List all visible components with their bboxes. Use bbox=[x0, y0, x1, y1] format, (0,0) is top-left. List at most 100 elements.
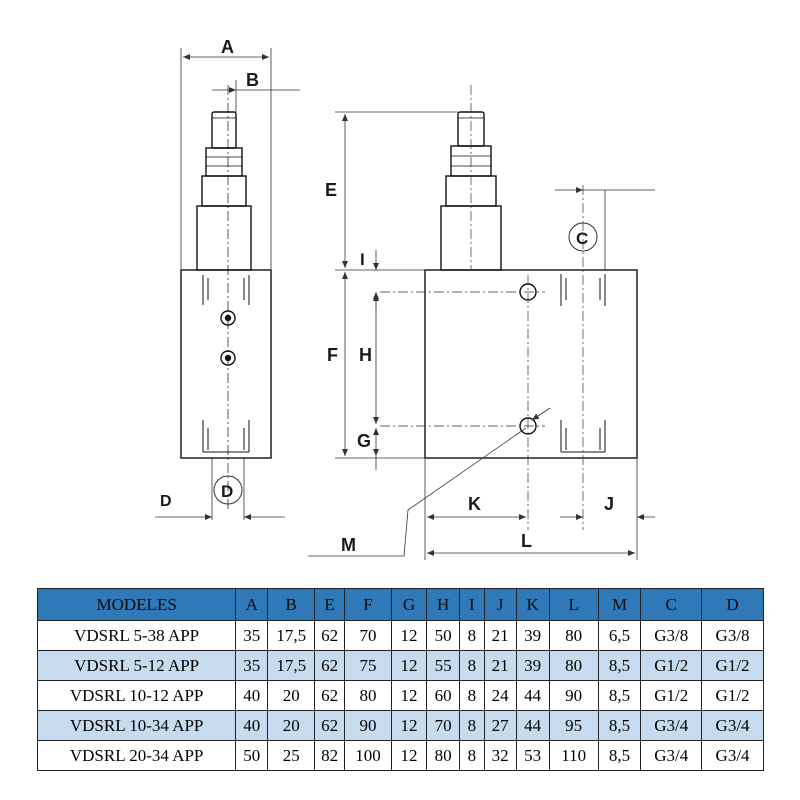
cell: G1/2 bbox=[701, 650, 764, 681]
table-row: VDSRL 10-34 APP 40 20 62 90 12 70 8 27 4… bbox=[36, 710, 764, 741]
cell: 12 bbox=[390, 710, 428, 741]
cell: 8 bbox=[459, 710, 485, 741]
cell: 8 bbox=[459, 740, 485, 771]
header-cell: E bbox=[314, 588, 345, 621]
cell: 55 bbox=[426, 650, 461, 681]
cell: G3/8 bbox=[640, 620, 703, 651]
dim-label-i: I bbox=[360, 250, 365, 269]
cell: 21 bbox=[483, 620, 517, 651]
cell: 8 bbox=[459, 620, 485, 651]
cell: VDSRL 5-38 APP bbox=[36, 620, 237, 651]
dim-label-f: F bbox=[327, 345, 338, 365]
cell: 62 bbox=[314, 680, 345, 711]
cell: VDSRL 10-12 APP bbox=[36, 680, 237, 711]
cell: G3/8 bbox=[701, 620, 764, 651]
cell: 8 bbox=[459, 680, 485, 711]
header-cell: J bbox=[483, 588, 517, 621]
dim-label-a: A bbox=[221, 37, 234, 57]
cell: 17,5 bbox=[267, 650, 316, 681]
cell: 82 bbox=[314, 740, 345, 771]
cell: 20 bbox=[267, 710, 316, 741]
dim-label-l: L bbox=[521, 531, 532, 551]
header-cell: K bbox=[515, 588, 550, 621]
cell: 12 bbox=[390, 740, 428, 771]
cell: 12 bbox=[390, 650, 428, 681]
port-d-circle bbox=[213, 475, 243, 505]
dim-label-d-circle: D bbox=[221, 482, 233, 501]
table-header-row: MODELES A B E F G H I J K L M C D bbox=[36, 588, 764, 621]
header-cell: C bbox=[640, 588, 703, 621]
cell: 110 bbox=[548, 740, 599, 771]
cell: 50 bbox=[235, 740, 269, 771]
cell: 8,5 bbox=[597, 680, 642, 711]
cell: 32 bbox=[483, 740, 517, 771]
cell: 27 bbox=[483, 710, 517, 741]
cell: G3/4 bbox=[640, 710, 703, 741]
cell: 24 bbox=[483, 680, 517, 711]
cell: 53 bbox=[515, 740, 550, 771]
cell: G1/2 bbox=[640, 680, 703, 711]
cell: 75 bbox=[344, 650, 392, 681]
cell: 80 bbox=[344, 680, 392, 711]
cell: 12 bbox=[390, 620, 428, 651]
dimensions-table: MODELES A B E F G H I J K L M C D VDSRL … bbox=[36, 588, 764, 771]
cell: 21 bbox=[483, 650, 517, 681]
dim-label-g: G bbox=[357, 431, 371, 451]
table-row: VDSRL 5-38 APP 35 17,5 62 70 12 50 8 21 … bbox=[36, 620, 764, 651]
cell: 90 bbox=[548, 680, 599, 711]
cell: 8,5 bbox=[597, 710, 642, 741]
cell: 70 bbox=[426, 710, 461, 741]
cell: 40 bbox=[235, 710, 269, 741]
cell: 62 bbox=[314, 710, 345, 741]
header-cell: A bbox=[235, 588, 269, 621]
table-row: VDSRL 5-12 APP 35 17,5 62 75 12 55 8 21 … bbox=[36, 650, 764, 681]
cell: 100 bbox=[344, 740, 392, 771]
cell: G3/4 bbox=[640, 740, 703, 771]
header-cell: MODELES bbox=[36, 588, 237, 621]
dim-label-k: K bbox=[468, 494, 481, 514]
cell: 50 bbox=[426, 620, 461, 651]
cell: 35 bbox=[235, 650, 269, 681]
header-cell: G bbox=[390, 588, 428, 621]
cell: 80 bbox=[548, 650, 599, 681]
cell: 25 bbox=[267, 740, 316, 771]
cell: 39 bbox=[515, 650, 550, 681]
cell: 12 bbox=[390, 680, 428, 711]
dim-label-h: H bbox=[359, 345, 372, 365]
cell: 8,5 bbox=[597, 650, 642, 681]
dim-label-c: C bbox=[576, 229, 588, 248]
side-view bbox=[180, 85, 272, 510]
cell: 70 bbox=[344, 620, 392, 651]
table-row: VDSRL 20-34 APP 50 25 82 100 12 80 8 32 … bbox=[36, 740, 764, 771]
cell: VDSRL 10-34 APP bbox=[36, 710, 237, 741]
header-cell: M bbox=[597, 588, 642, 621]
cell: 80 bbox=[548, 620, 599, 651]
cell: 17,5 bbox=[267, 620, 316, 651]
cell: 44 bbox=[515, 680, 550, 711]
cell: 44 bbox=[515, 710, 550, 741]
cell: 8,5 bbox=[597, 740, 642, 771]
table-row: VDSRL 10-12 APP 40 20 62 80 12 60 8 24 4… bbox=[36, 680, 764, 711]
header-cell: F bbox=[344, 588, 392, 621]
cell: 62 bbox=[314, 620, 345, 651]
dim-label-d: D bbox=[160, 493, 172, 510]
header-cell: I bbox=[459, 588, 485, 621]
cell: G1/2 bbox=[640, 650, 703, 681]
technical-drawing: A B D D bbox=[155, 37, 655, 560]
dim-label-j: J bbox=[604, 494, 614, 514]
dim-label-m: M bbox=[341, 535, 356, 555]
cell: 6,5 bbox=[597, 620, 642, 651]
cell: 60 bbox=[426, 680, 461, 711]
cell: 62 bbox=[314, 650, 345, 681]
cell: 35 bbox=[235, 620, 269, 651]
cell: VDSRL 5-12 APP bbox=[36, 650, 237, 681]
cell: G1/2 bbox=[701, 680, 764, 711]
cell: 80 bbox=[426, 740, 461, 771]
header-cell: D bbox=[701, 588, 764, 621]
port-c-circle bbox=[568, 222, 598, 252]
cell: G3/4 bbox=[701, 740, 764, 771]
dim-label-b: B bbox=[246, 70, 259, 90]
cell: G3/4 bbox=[701, 710, 764, 741]
cell: 40 bbox=[235, 680, 269, 711]
cell: 95 bbox=[548, 710, 599, 741]
